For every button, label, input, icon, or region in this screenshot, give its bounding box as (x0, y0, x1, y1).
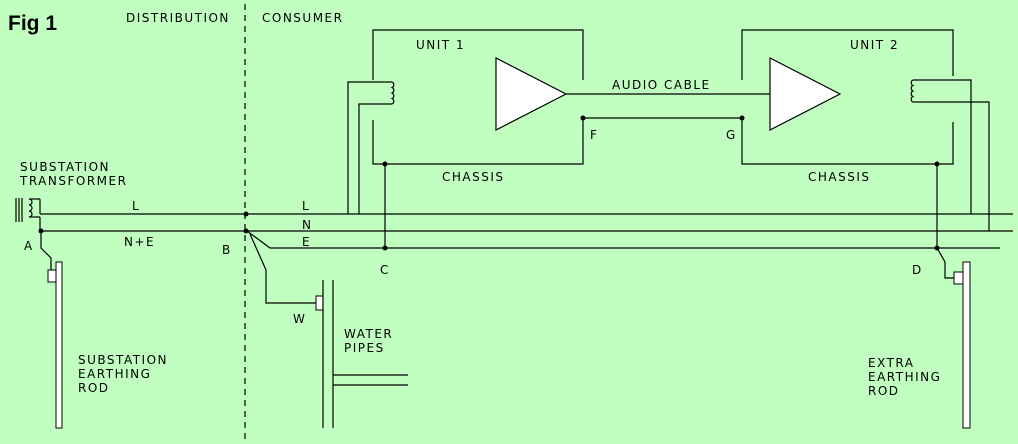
substation-earthing-rod (55, 261, 63, 429)
unit1-transformer-coil (390, 81, 395, 105)
unit2-transformer-coil (910, 79, 915, 103)
wire-label-l-distribution: L (132, 199, 140, 213)
node-b-live (243, 211, 249, 217)
node-f (580, 115, 586, 121)
chassis2-label: CHASSIS (808, 170, 871, 184)
point-f-label: F (590, 128, 598, 142)
substation-transformer-label-line1: SUBSTATION (20, 160, 110, 174)
water-pipes-label-line1: WATER (344, 327, 393, 341)
extra-earthing-rod (962, 261, 971, 429)
node-unit2-chassis (934, 161, 940, 167)
substation-earth-lead (40, 231, 52, 280)
unit1-label: UNIT 1 (416, 38, 465, 52)
region-distribution-label: DISTRIBUTION (126, 11, 230, 25)
unit1-neutral-lead (358, 103, 392, 214)
unit1-live-lead (347, 81, 392, 214)
extra-rod-clamp (953, 271, 964, 285)
audio-cable-label: AUDIO CABLE (612, 78, 711, 92)
substation-rod-clamp (47, 269, 57, 283)
unit2-enclosure-top (741, 29, 954, 80)
water-pipe-clamp (315, 295, 324, 311)
node-unit1-chassis (382, 161, 388, 167)
unit2-label: UNIT 2 (850, 38, 899, 52)
earth-split-wire (246, 230, 271, 249)
substation-rod-label-line1: SUBSTATION (78, 353, 168, 367)
point-a-label: A (24, 239, 34, 253)
unit2-chassis (741, 118, 954, 165)
node-c (382, 245, 388, 251)
unit2-neutral-lead (913, 101, 990, 231)
point-g-label: G (726, 128, 737, 142)
extra-rod-label-line3: ROD (868, 384, 900, 398)
unit1-chassis (372, 118, 584, 165)
region-consumer-label: CONSUMER (262, 11, 343, 25)
point-c-label: C (380, 263, 390, 277)
extra-rod-label-line2: EARTHING (868, 370, 941, 384)
unit2-live-lead (913, 79, 972, 214)
unit1-amplifier (495, 57, 568, 131)
water-bond-wire (249, 233, 316, 304)
node-b (243, 228, 249, 234)
unit1-enclosure-top (372, 29, 584, 80)
point-d-label: D (912, 263, 923, 277)
water-pipes-label-line2: PIPES (344, 341, 385, 355)
point-w-label: W (293, 312, 306, 326)
wire-label-n-consumer: N (302, 218, 312, 232)
wire-label-ne-distribution: N+E (124, 235, 155, 249)
chassis1-label: CHASSIS (442, 170, 505, 184)
substation-transformer-label-line2: TRANSFORMER (19, 174, 127, 188)
figure-title: Fig 1 (8, 12, 57, 35)
substation-rod-label-line2: EARTHING (78, 367, 151, 381)
substation-rod-label-line3: ROD (78, 381, 110, 395)
wire-label-e-consumer: E (302, 235, 311, 249)
point-b-label: B (222, 243, 232, 257)
wire-label-l-consumer: L (302, 199, 310, 213)
unit2-amplifier (769, 57, 842, 131)
extra-rod-label-line1: EXTRA (868, 356, 914, 370)
water-pipes (322, 280, 408, 428)
extra-earth-lead (936, 247, 955, 279)
substation-transformer (15, 198, 41, 231)
